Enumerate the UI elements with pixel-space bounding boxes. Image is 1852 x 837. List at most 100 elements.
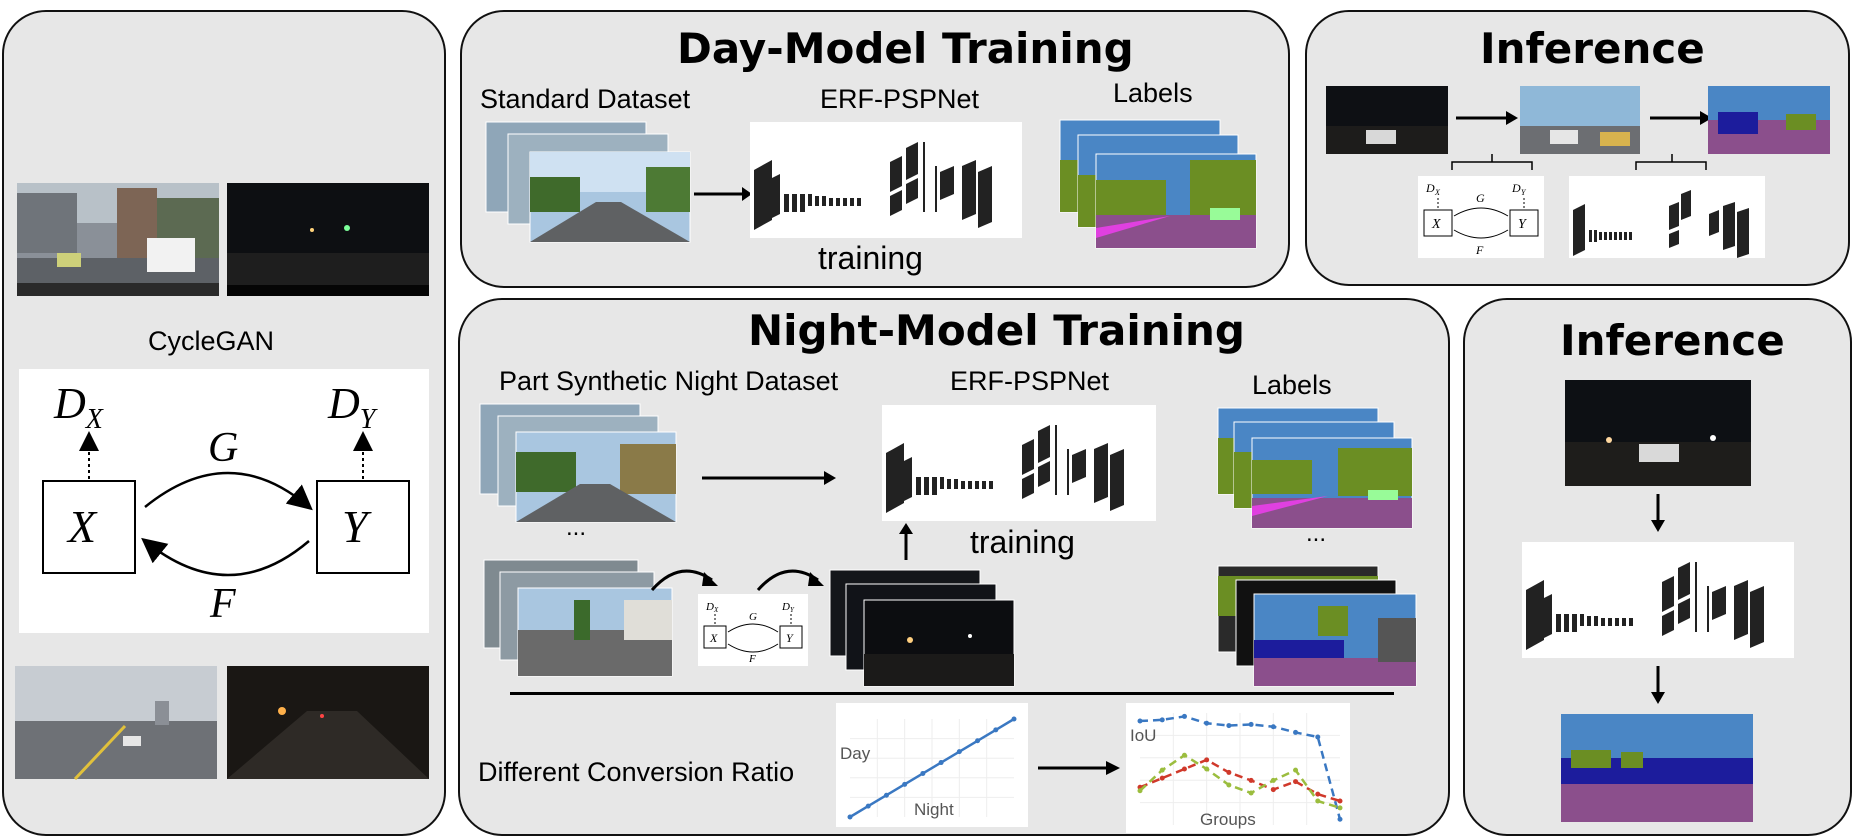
chart-arrow — [1038, 761, 1120, 775]
inference-top-mini-cyclegan: X Y D X D Y G F — [1418, 176, 1544, 258]
svg-text:D: D — [1511, 181, 1521, 195]
svg-text:G: G — [1476, 191, 1485, 205]
chart-series-line-0 — [1139, 715, 1342, 820]
inference-top-seg-output — [1708, 86, 1830, 154]
chart-point — [865, 803, 871, 809]
svg-text:X: X — [709, 631, 718, 645]
chart-point — [1204, 766, 1210, 772]
day-arrow-to-net — [694, 187, 752, 201]
inference-right-arrow-1 — [1651, 494, 1665, 532]
chart-point — [1204, 757, 1210, 763]
chart-point — [1137, 788, 1143, 794]
chart-series-line-2 — [1139, 753, 1341, 810]
svg-text:D: D — [705, 601, 714, 613]
night-dataset-ellipsis: ... — [566, 514, 587, 541]
chart-point — [1181, 766, 1187, 772]
chart-point — [902, 781, 908, 787]
inference-top-day-photo — [1520, 86, 1640, 154]
chart-point — [1226, 782, 1232, 788]
cyclegan-map-g: G — [208, 425, 239, 471]
chart-point — [1159, 775, 1165, 781]
chart-point — [1226, 723, 1232, 729]
day-training-title: Day-Model Training — [677, 24, 1134, 73]
chart-point — [1159, 767, 1165, 773]
chart-point — [1181, 752, 1187, 758]
chart-point — [1226, 769, 1232, 775]
chart-series-line-0 — [849, 717, 1015, 819]
svg-text:D: D — [1425, 181, 1435, 195]
chart-point — [956, 749, 962, 755]
inference-right-seg-output — [1561, 714, 1753, 822]
svg-text:F: F — [1475, 243, 1484, 257]
iou-groups-chart: IoU Groups — [1126, 703, 1350, 833]
inference-top-mini-network — [1569, 176, 1765, 258]
night-network-label: ERF-PSPNet — [950, 366, 1110, 396]
night-source-day-stack — [483, 559, 673, 677]
night-labels-ellipsis: ... — [1306, 520, 1327, 547]
chart-point — [1293, 767, 1299, 773]
chart-point — [1248, 721, 1254, 727]
chart-point — [1337, 805, 1343, 811]
inference-top-night-photo — [1326, 86, 1448, 154]
day-labels-stack — [1059, 119, 1257, 249]
chart-point — [1337, 798, 1343, 804]
cyclegan-arrows — [42, 431, 410, 577]
chart-series-line-1 — [1139, 758, 1341, 803]
chart-point — [1248, 777, 1254, 783]
chart-point — [1315, 734, 1321, 740]
night-training-title: Night-Model Training — [748, 306, 1245, 355]
inference-right-arrow-2 — [1651, 666, 1665, 704]
night-arrow-up-to-net — [899, 523, 913, 560]
svg-text:Y: Y — [1521, 188, 1527, 197]
svg-text:X: X — [1434, 188, 1441, 197]
night-street-photo — [227, 183, 429, 296]
day-network-diagram — [750, 122, 1022, 238]
chart-point — [1011, 716, 1017, 722]
night-dataset-day-stack — [479, 403, 677, 523]
inference-top-title: Inference — [1480, 24, 1705, 73]
night-training-label: training — [970, 524, 1075, 560]
night-dataset-label: Part Synthetic Night Dataset — [499, 366, 839, 396]
cyclegan-title: CycleGAN — [148, 326, 275, 356]
night-curve-arrow-1 — [650, 569, 718, 591]
chart-ylabel: IoU — [1130, 726, 1156, 745]
svg-text:G: G — [749, 611, 757, 623]
svg-text:X: X — [1431, 217, 1441, 232]
disc-y-letter: D — [328, 379, 360, 428]
chart-point — [1293, 729, 1299, 735]
chart-point — [1270, 724, 1276, 730]
tunnel-night-photo — [227, 666, 429, 779]
night-network-diagram — [882, 405, 1156, 521]
inference-right-night-photo — [1565, 380, 1751, 486]
chart-point — [1181, 713, 1187, 719]
chart-point — [920, 770, 926, 776]
night-labels-stack-bottom — [1217, 565, 1417, 687]
chart-point — [1248, 790, 1254, 796]
chart-point — [1137, 718, 1143, 724]
inference-right-title: Inference — [1560, 316, 1785, 365]
chart-point — [1315, 798, 1321, 804]
svg-text:F: F — [748, 653, 756, 665]
day-dataset-label: Standard Dataset — [480, 84, 691, 114]
chart-xlabel: Night — [914, 800, 954, 819]
chart-xlabel: Groups — [1200, 810, 1256, 829]
night-labels-stack-top — [1217, 407, 1413, 529]
disc-x-sub: X — [85, 403, 103, 435]
night-arrow-to-net — [702, 471, 836, 485]
cyclegan-diagram — [19, 369, 429, 633]
svg-text:D: D — [781, 601, 790, 613]
chart-point — [1270, 787, 1276, 793]
chart-point — [1315, 791, 1321, 797]
inference-right-network — [1522, 542, 1794, 658]
day-network-label: ERF-PSPNet — [820, 84, 980, 114]
chart-point — [883, 792, 889, 798]
chart-point — [1293, 779, 1299, 785]
day-labels-label: Labels — [1113, 78, 1193, 108]
chart-point — [1159, 717, 1165, 723]
inference-top-arrow-2 — [1650, 111, 1712, 125]
day-street-photo — [17, 183, 219, 296]
chart-point — [975, 738, 981, 744]
cyclegan-node-y: Y — [342, 501, 368, 552]
chart-point — [1337, 816, 1343, 822]
